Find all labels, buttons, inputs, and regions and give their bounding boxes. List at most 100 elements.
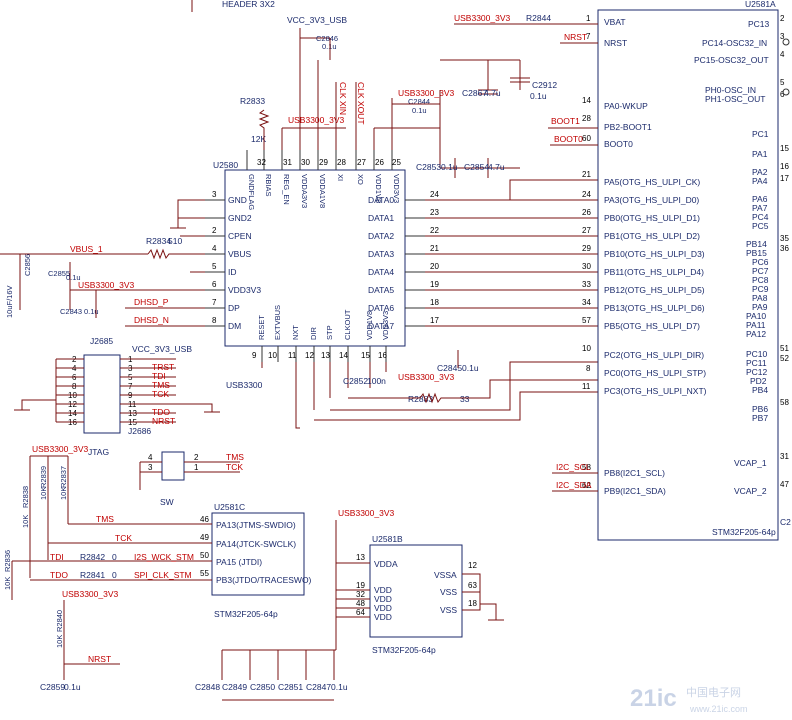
svg-text:TMS: TMS — [152, 380, 170, 390]
svg-text:29: 29 — [582, 244, 591, 253]
stm32c-name: STM32F205-64p — [214, 609, 278, 619]
svg-text:R2838: R2838 — [21, 486, 30, 508]
svg-text:14: 14 — [582, 96, 591, 105]
svg-text:DATA2: DATA2 — [368, 231, 394, 241]
svg-text:12: 12 — [305, 351, 314, 360]
svg-text:PB7: PB7 — [752, 413, 768, 423]
usb3300-chip[interactable]: U2580 USB3300 3 2 4 5 6 7 8 GND GND2 CPE… — [205, 150, 439, 390]
stm32c-ref: U2581C — [214, 502, 245, 512]
svg-text:TMS: TMS — [226, 452, 244, 462]
svg-text:3: 3 — [148, 463, 153, 472]
svg-text:4.7u: 4.7u — [488, 162, 505, 172]
svg-text:PB1(OTG_HS_ULPI_D2): PB1(OTG_HS_ULPI_D2) — [604, 231, 700, 241]
svg-text:STP: STP — [325, 325, 334, 340]
jtag-header[interactable]: J2685 VCC_3V3_USB JTAG J2686 2 4 6 8 10 … — [14, 336, 220, 457]
svg-text:PB12(OTG_HS_ULPI_D5): PB12(OTG_HS_ULPI_D5) — [604, 285, 705, 295]
sw-header[interactable]: SW 4 3 2 1 TMS TCK — [139, 451, 244, 507]
svg-text:PA6: PA6 — [752, 194, 768, 204]
svg-text:R2842: R2842 — [80, 552, 105, 562]
svg-text:C2845: C2845 — [437, 363, 462, 373]
svg-text:PB6: PB6 — [752, 404, 768, 414]
svg-text:VBUS_1: VBUS_1 — [70, 244, 103, 254]
svg-text:VBAT: VBAT — [604, 17, 626, 27]
svg-text:16: 16 — [378, 351, 387, 360]
svg-text:R2883: R2883 — [408, 394, 433, 404]
svg-text:15: 15 — [780, 144, 789, 153]
svg-text:21ic: 21ic — [630, 685, 677, 712]
svg-text:SPI_CLK_STM: SPI_CLK_STM — [134, 570, 192, 580]
svg-text:PA0-WKUP: PA0-WKUP — [604, 101, 648, 111]
svg-text:CPEN: CPEN — [228, 231, 252, 241]
svg-text:PB10(OTG_HS_ULPI_D3): PB10(OTG_HS_ULPI_D3) — [604, 249, 705, 259]
svg-text:I2C_SCL: I2C_SCL — [556, 462, 591, 472]
svg-text:52: 52 — [780, 354, 789, 363]
svg-text:PD2: PD2 — [750, 376, 767, 386]
svg-text:49: 49 — [200, 533, 209, 542]
stm32-u2581b[interactable]: U2581B STM32F205-64p 13 VDDA 19 VDD 32 V… — [356, 534, 477, 655]
svg-text:VDD1V8: VDD1V8 — [374, 174, 383, 203]
svg-text:18: 18 — [468, 599, 477, 608]
svg-text:1: 1 — [194, 463, 199, 472]
svg-text:5: 5 — [780, 78, 785, 87]
svg-text:33: 33 — [582, 280, 591, 289]
svg-text:62: 62 — [582, 481, 591, 490]
svg-text:PC0(OTG_HS_ULPI_STP): PC0(OTG_HS_ULPI_STP) — [604, 368, 706, 378]
svg-text:8: 8 — [212, 316, 217, 325]
svg-text:PC8: PC8 — [752, 275, 769, 285]
svg-text:58: 58 — [780, 398, 789, 407]
svg-text:PB11(OTG_HS_ULPI_D4): PB11(OTG_HS_ULPI_D4) — [604, 267, 704, 277]
svg-text:10uF/16V: 10uF/16V — [5, 285, 14, 318]
svg-text:30: 30 — [301, 158, 310, 167]
svg-text:TDI: TDI — [50, 552, 64, 562]
svg-text:19: 19 — [356, 581, 365, 590]
svg-text:PC3(OTG_HS_ULPI_NXT): PC3(OTG_HS_ULPI_NXT) — [604, 386, 707, 396]
usb3300-name: USB3300 — [226, 380, 263, 390]
svg-text:NRST: NRST — [152, 416, 175, 426]
svg-text:11: 11 — [288, 351, 297, 360]
svg-text:C2851: C2851 — [278, 682, 303, 692]
stm32a-left-pins: 1 VBAT 7 NRST 14 PA0-WKUP 28 PB2-BOOT1 6… — [582, 14, 707, 496]
svg-text:C2847: C2847 — [306, 682, 331, 692]
svg-text:PA10: PA10 — [746, 311, 766, 321]
svg-text:3: 3 — [212, 190, 217, 199]
svg-text:12: 12 — [468, 561, 477, 570]
stm32-u2581a[interactable]: U2581A STM32F205-64p C2 1 VBAT 7 NRST 14… — [582, 0, 791, 541]
svg-text:TCK: TCK — [226, 462, 243, 472]
svg-text:10K: 10K — [21, 515, 30, 528]
svg-text:17: 17 — [430, 316, 439, 325]
svg-text:9: 9 — [252, 351, 257, 360]
svg-text:24: 24 — [582, 190, 591, 199]
svg-text:C2853: C2853 — [416, 162, 441, 172]
svg-text:USB3300_3V3: USB3300_3V3 — [398, 372, 455, 382]
svg-text:0.1u: 0.1u — [66, 273, 81, 282]
svg-text:REG_EN: REG_EN — [282, 174, 291, 205]
svg-text:15: 15 — [361, 351, 370, 360]
svg-text:C2844: C2844 — [408, 97, 430, 106]
svg-text:EXTVBUS: EXTVBUS — [273, 305, 282, 340]
svg-text:PC13: PC13 — [748, 19, 770, 29]
jtag-left-pins: 2 4 6 8 10 12 14 16 — [14, 355, 84, 427]
svg-text:DM: DM — [228, 321, 241, 331]
svg-text:NRST: NRST — [604, 38, 627, 48]
svg-text:8: 8 — [586, 364, 591, 373]
svg-text:57: 57 — [582, 316, 591, 325]
svg-text:NRST: NRST — [564, 32, 587, 42]
svg-text:VDDA3V3: VDDA3V3 — [300, 174, 309, 208]
svg-text:6: 6 — [780, 90, 785, 99]
svg-text:10: 10 — [268, 351, 277, 360]
svg-text:VDD3V3: VDD3V3 — [392, 174, 401, 203]
svg-text:64: 64 — [356, 608, 365, 617]
svg-text:PB13(OTG_HS_ULPI_D6): PB13(OTG_HS_ULPI_D6) — [604, 303, 705, 313]
svg-text:0.1u: 0.1u — [64, 682, 81, 692]
svg-text:I2S_WCK_STM: I2S_WCK_STM — [134, 552, 194, 562]
svg-text:7: 7 — [586, 32, 591, 41]
svg-text:VCC_3V3_USB: VCC_3V3_USB — [287, 15, 347, 25]
svg-text:TDO: TDO — [152, 407, 170, 417]
stm32-u2581c[interactable]: U2581C STM32F205-64p 46 PA13(JTMS-SWDIO)… — [200, 502, 312, 619]
svg-text:PB14: PB14 — [746, 239, 767, 249]
svg-text:USB3300_3V3: USB3300_3V3 — [288, 115, 345, 125]
svg-text:0: 0 — [112, 570, 117, 580]
svg-text:12K: 12K — [251, 134, 266, 144]
svg-text:PC9: PC9 — [752, 284, 769, 294]
